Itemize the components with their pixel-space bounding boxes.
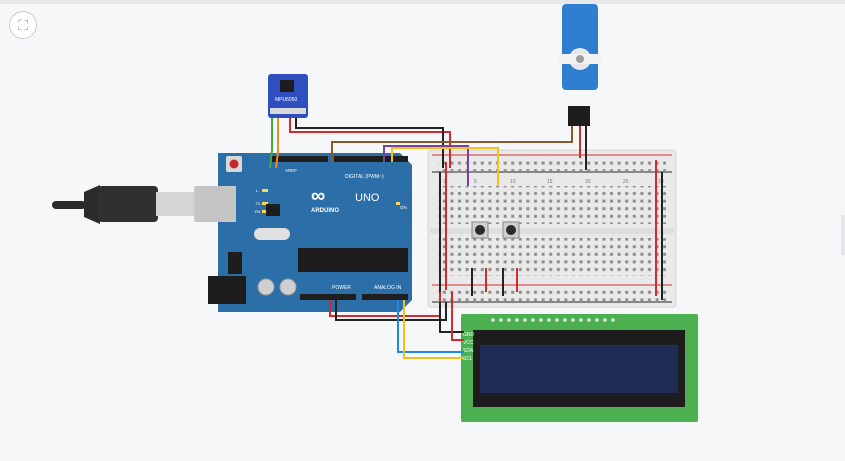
arduino-brand: ARDUINO — [311, 208, 339, 214]
pushbutton-1[interactable] — [471, 221, 489, 239]
mpu6050-sensor[interactable]: MPU6050 — [268, 74, 308, 118]
power-jack — [208, 276, 246, 304]
regulator — [228, 252, 242, 274]
wire-orange — [275, 118, 279, 169]
arduino-uno-board[interactable]: DIGITAL (PWM~) AREF ∞ ARDUINO UNO ON L T… — [196, 153, 412, 312]
breadboard-row-numbers: 1 5 10 15 20 25 30 — [443, 179, 664, 185]
l-led — [262, 189, 268, 192]
capacitor-1 — [257, 278, 275, 296]
wires[interactable] — [269, 118, 663, 359]
arduino-model: UNO — [355, 192, 380, 204]
crystal — [254, 228, 290, 240]
svg-text:1: 1 — [443, 179, 446, 185]
on-led — [396, 202, 400, 205]
wire-yellow — [391, 147, 499, 186]
usb-cable[interactable] — [52, 185, 218, 224]
tx-label: TX — [255, 201, 260, 206]
lcd-pin-gnd: GND — [463, 332, 475, 338]
atmega-chip — [298, 248, 408, 272]
power-label: POWER — [332, 285, 351, 291]
wire-brown — [331, 126, 573, 162]
on-label: ON — [400, 205, 407, 210]
wire-lcd-gnd — [439, 302, 464, 333]
sensor-label: MPU6050 — [275, 97, 297, 103]
svg-text:15: 15 — [547, 179, 553, 185]
wire-lcd-sda — [397, 300, 464, 353]
usb-port — [196, 186, 236, 222]
fullscreen-button[interactable]: ⛶ — [9, 11, 37, 39]
wire-purple — [383, 145, 469, 186]
wire-green — [269, 118, 273, 169]
lcd-screen — [480, 345, 678, 393]
svg-text:5: 5 — [474, 179, 477, 185]
breadboard[interactable] — [427, 149, 677, 308]
tx-led — [262, 202, 268, 205]
l-label: L — [256, 188, 259, 193]
servo-motor[interactable] — [558, 4, 602, 126]
svg-text:20: 20 — [585, 179, 591, 185]
rx-label: RX — [255, 209, 261, 214]
lcd-pin-sda: SDA — [463, 348, 474, 354]
aref-label: AREF — [285, 168, 297, 173]
rx-led — [262, 210, 268, 213]
fullscreen-icon: ⛶ — [18, 16, 28, 33]
usb-chip — [266, 204, 280, 216]
digital-label: DIGITAL (PWM~) — [345, 174, 384, 180]
svg-text:10: 10 — [510, 179, 516, 185]
wire-power-black — [335, 300, 447, 321]
lcd-pin-scl: SCL — [463, 356, 473, 362]
arduino-logo-icon: ∞ — [311, 185, 325, 207]
svg-text:25: 25 — [623, 179, 629, 185]
top-divider — [0, 0, 845, 4]
analog-label: ANALOG IN — [374, 285, 402, 291]
wire-sensor-red — [289, 118, 451, 168]
wire-lcd-vcc — [451, 292, 464, 341]
svg-text:30: 30 — [658, 179, 664, 185]
side-panel-handle[interactable] — [841, 215, 845, 255]
lcd-16x2-display[interactable]: GND VCC SDA SCL — [461, 314, 698, 422]
pushbutton-2[interactable] — [502, 221, 520, 239]
capacitor-2 — [279, 278, 297, 296]
lcd-pin-vcc: VCC — [463, 340, 474, 346]
wire-lcd-scl — [403, 300, 464, 359]
